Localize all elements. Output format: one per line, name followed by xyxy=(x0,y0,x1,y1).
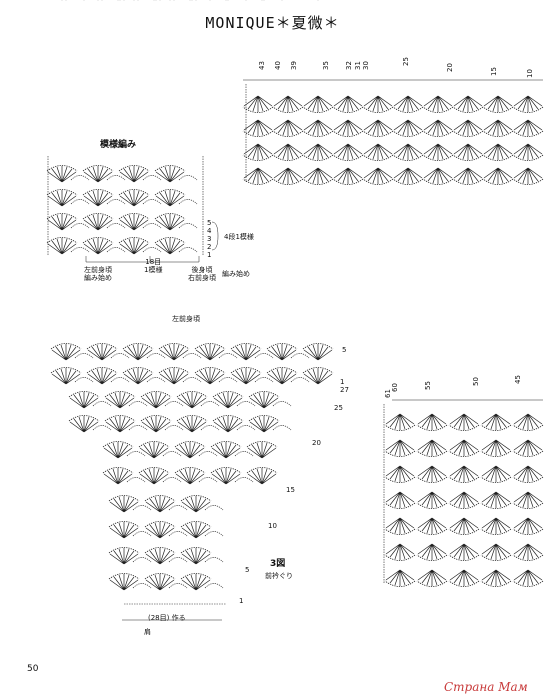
page-title: MONIQUE＊夏微＊ xyxy=(205,14,340,32)
column-number: 60 xyxy=(391,383,399,392)
column-number: 15 xyxy=(490,67,498,76)
row-label: 20 xyxy=(312,439,321,447)
watermark: Страна Мам xyxy=(444,680,528,694)
row-label: 4 xyxy=(207,227,212,235)
column-number: 43 xyxy=(258,61,266,70)
row-label: 25 xyxy=(334,404,343,412)
column-number: 25 xyxy=(402,57,410,66)
column-number: 20 xyxy=(446,63,454,72)
row-label: 1 xyxy=(239,597,244,605)
column-number: 39 xyxy=(290,61,298,70)
pattern-heading: 模様編み xyxy=(100,140,137,150)
row-label: 10 xyxy=(268,522,277,530)
row-label: 1 xyxy=(340,378,345,386)
column-number: 32 xyxy=(345,61,353,70)
front-body-chart xyxy=(50,0,334,621)
column-number: 35 xyxy=(322,61,330,70)
figure-caption: 前衿ぐり xyxy=(265,572,293,580)
row-label: 1 xyxy=(207,251,212,259)
page-number: 50 xyxy=(27,664,39,674)
right-chart xyxy=(383,399,544,587)
column-number: 30 xyxy=(362,61,370,70)
row-label: 3 xyxy=(207,235,212,243)
column-number: 45 xyxy=(514,375,522,384)
row-label: 5 xyxy=(342,346,347,354)
column-number: 50 xyxy=(472,377,480,386)
bottom-count: (28目) 作る xyxy=(148,614,186,622)
row-label: 5 xyxy=(245,566,250,574)
top-right-chart xyxy=(242,79,544,185)
repeat-note: 4段1模様 xyxy=(224,233,254,241)
column-number: 31 xyxy=(354,61,362,70)
column-number: 40 xyxy=(274,61,282,70)
bottom-label: 肩 xyxy=(144,628,151,636)
start-left-label: 左前身頃 編み始め xyxy=(84,266,112,282)
stitch-pattern-chart xyxy=(46,0,219,263)
repeat-width-label: 18目 1模様 xyxy=(144,258,163,274)
figure-label: 3図 xyxy=(270,559,286,569)
front-heading: 左前身頃 xyxy=(172,315,200,323)
start-right-note: 編み始め xyxy=(222,270,250,278)
row-label: 5 xyxy=(207,219,212,227)
start-right-label: 後身頃 右前身頃 xyxy=(188,266,216,282)
row-label: 2 xyxy=(207,243,212,251)
column-number: 55 xyxy=(424,381,432,390)
row-label: 15 xyxy=(286,486,295,494)
column-number: 10 xyxy=(526,69,534,78)
row-label: 27 xyxy=(340,386,349,394)
